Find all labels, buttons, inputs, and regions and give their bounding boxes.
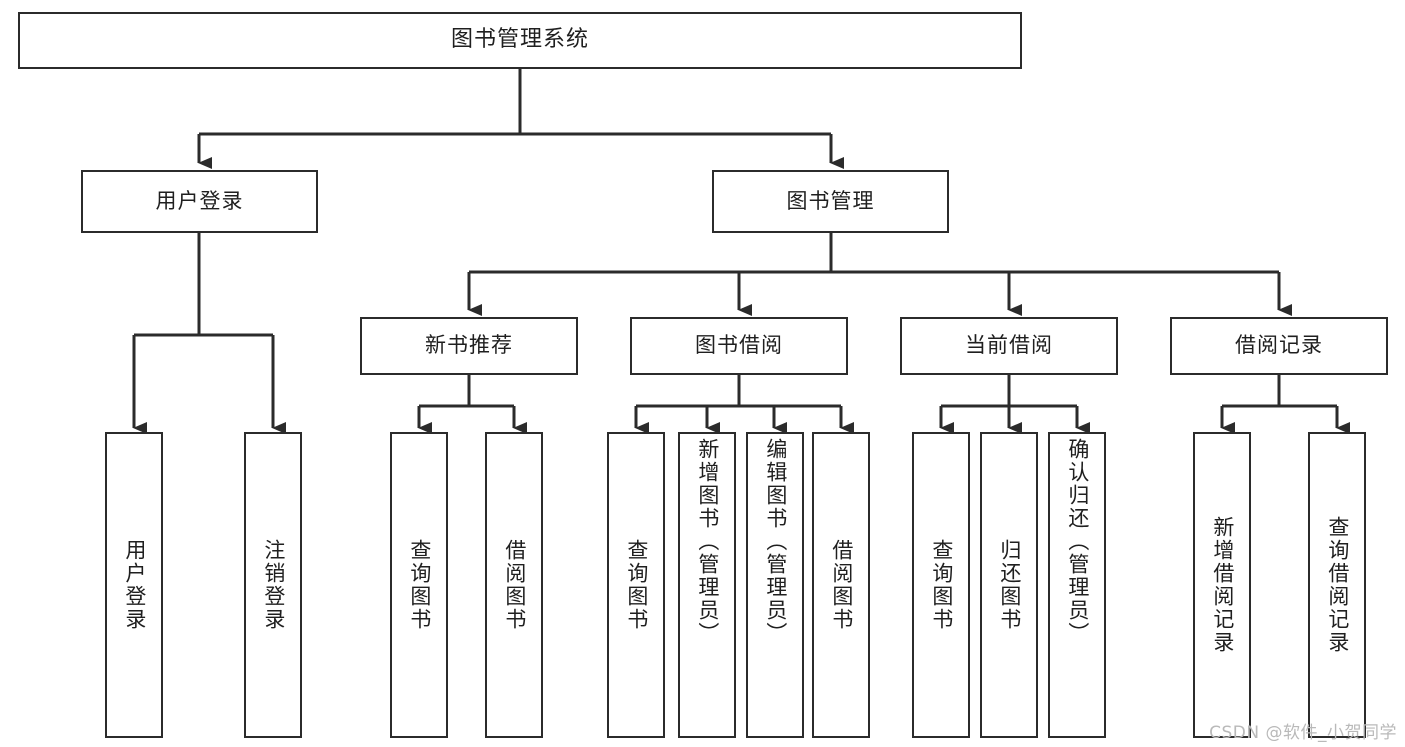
node-leaf-user-login-label: 用户登录 <box>122 539 147 631</box>
node-leaf-borrow-book-1[interactable]: 借阅图书 <box>485 432 543 738</box>
node-leaf-borrow-book-2[interactable]: 借阅图书 <box>812 432 870 738</box>
node-leaf-query-book-3[interactable]: 查询图书 <box>912 432 970 738</box>
node-leaf-edit-book[interactable]: 编辑图书（管理员） <box>746 432 804 738</box>
node-new-book-recommend[interactable]: 新书推荐 <box>360 317 578 375</box>
node-leaf-add-record[interactable]: 新增借阅记录 <box>1193 432 1251 738</box>
node-leaf-return-book[interactable]: 归还图书 <box>980 432 1038 738</box>
node-current-borrow[interactable]: 当前借阅 <box>900 317 1118 375</box>
node-leaf-add-book-label: 新增图书（管理员） <box>695 438 720 645</box>
node-leaf-borrow-book-1-label: 借阅图书 <box>502 539 527 631</box>
node-leaf-add-book[interactable]: 新增图书（管理员） <box>678 432 736 738</box>
node-leaf-return-book-label: 归还图书 <box>997 539 1022 631</box>
watermark-text: CSDN @软件_小贺同学 <box>1209 723 1397 743</box>
node-leaf-query-book-2-label: 查询图书 <box>624 539 649 631</box>
node-leaf-query-record-label: 查询借阅记录 <box>1325 516 1350 654</box>
node-leaf-query-book-1[interactable]: 查询图书 <box>390 432 448 738</box>
node-leaf-query-record[interactable]: 查询借阅记录 <box>1308 432 1366 738</box>
node-leaf-query-book-3-label: 查询图书 <box>929 539 954 631</box>
node-leaf-query-book-1-label: 查询图书 <box>407 539 432 631</box>
node-book-borrow[interactable]: 图书借阅 <box>630 317 848 375</box>
node-borrow-record[interactable]: 借阅记录 <box>1170 317 1388 375</box>
node-leaf-borrow-book-2-label: 借阅图书 <box>829 539 854 631</box>
node-root-system[interactable]: 图书管理系统 <box>18 12 1022 69</box>
node-leaf-add-record-label: 新增借阅记录 <box>1210 516 1235 654</box>
node-book-management[interactable]: 图书管理 <box>712 170 949 233</box>
node-leaf-query-book-2[interactable]: 查询图书 <box>607 432 665 738</box>
node-leaf-logout-login-label: 注销登录 <box>261 539 286 631</box>
node-leaf-user-login[interactable]: 用户登录 <box>105 432 163 738</box>
node-leaf-logout-login[interactable]: 注销登录 <box>244 432 302 738</box>
node-leaf-edit-book-label: 编辑图书（管理员） <box>763 438 788 645</box>
node-user-login[interactable]: 用户登录 <box>81 170 318 233</box>
node-leaf-confirm-return[interactable]: 确认归还（管理员） <box>1048 432 1106 738</box>
node-leaf-confirm-return-label: 确认归还（管理员） <box>1065 438 1090 645</box>
